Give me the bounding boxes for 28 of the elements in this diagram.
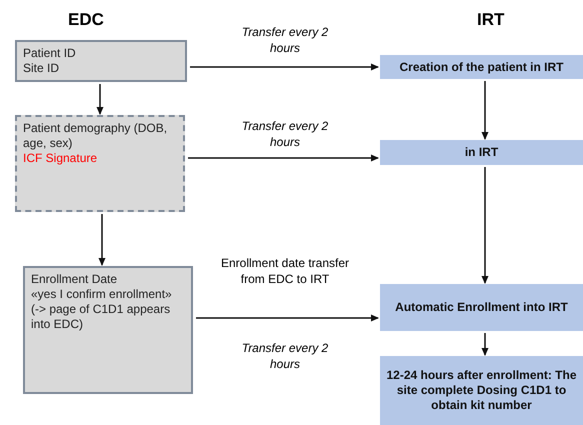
- system-step-box: [380, 356, 583, 425]
- box-text: in IRT: [464, 145, 500, 160]
- arrow: [482, 167, 488, 284]
- box-text: «yes I confirm enrollment»: [31, 287, 173, 302]
- box-text: Automatic Enrollment into IRT: [394, 300, 569, 315]
- box-text: Enrollment Date: [31, 272, 118, 287]
- box-text: 12-24 hours after enrollment: The site complete Dosing C1D1 to obtain kit number: [385, 368, 578, 413]
- arrow: [482, 81, 488, 140]
- process-box: [23, 266, 193, 394]
- process-box: [15, 115, 185, 212]
- box-text: Creation of the patient in IRT: [398, 60, 564, 74]
- box-text: Patient ID: [23, 46, 77, 61]
- process-box: [15, 40, 187, 82]
- box-text: Patient demography (DOB, age, sex): [23, 121, 168, 151]
- arrow: [190, 64, 379, 70]
- arrow: [196, 314, 379, 322]
- system-step-box: [380, 140, 583, 165]
- arrow: [96, 84, 104, 115]
- box-text: (-> page of C1D1 appears into EDC): [31, 302, 172, 332]
- arrow: [482, 333, 488, 356]
- column-heading: IRT: [477, 10, 504, 30]
- box-text: Site ID: [23, 61, 60, 76]
- system-step-box: [380, 55, 583, 79]
- arrow: [98, 214, 106, 266]
- system-step-box: [380, 284, 583, 331]
- box-text: ICF Signature: [23, 151, 98, 166]
- column-heading: EDC: [68, 10, 104, 30]
- arrow: [188, 154, 379, 162]
